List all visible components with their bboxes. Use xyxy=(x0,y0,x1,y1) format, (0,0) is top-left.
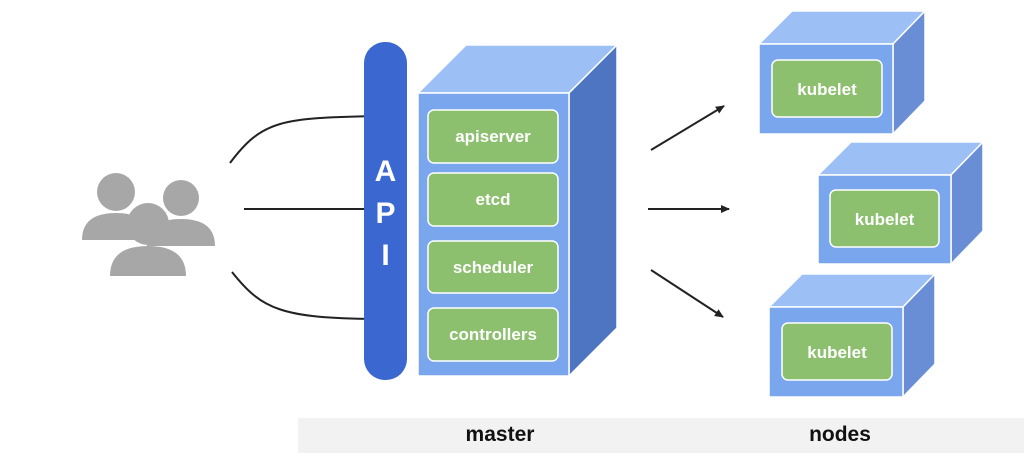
component-scheduler-label: scheduler xyxy=(453,258,534,277)
master-box-side xyxy=(568,43,618,378)
node-2-kubelet xyxy=(829,189,940,248)
node-1-kubelet-label: kubelet xyxy=(797,80,857,99)
component-etcd-label: etcd xyxy=(476,190,511,209)
component-apiserver: apiserver xyxy=(427,109,559,164)
node-2-kubelet-label: kubelet xyxy=(855,210,915,229)
node-box-3: kubelet xyxy=(767,272,937,399)
master-to-node-arrows xyxy=(648,105,730,318)
master-caption: master xyxy=(466,423,535,446)
bottom-strip xyxy=(298,418,1024,453)
api-letter-a: A xyxy=(375,155,397,188)
node-3-kubelet-label: kubelet xyxy=(807,343,867,362)
node-3-kubelet xyxy=(781,322,893,381)
component-controllers: controllers xyxy=(427,307,559,362)
user-to-api-arrows xyxy=(229,112,377,323)
users-group-icon xyxy=(82,173,215,276)
api-bar xyxy=(364,42,407,380)
nodes-caption: nodes xyxy=(809,423,871,446)
component-etcd: etcd xyxy=(427,172,559,227)
arrow-to-node-3 xyxy=(650,269,724,318)
component-scheduler: scheduler xyxy=(427,240,559,294)
component-controllers-label: controllers xyxy=(449,325,537,344)
arrow-top xyxy=(229,112,377,164)
arrow-bottom xyxy=(231,271,377,323)
arrow-to-node-1 xyxy=(650,105,725,151)
node-box-2: kubelet xyxy=(816,140,985,266)
component-apiserver-label: apiserver xyxy=(455,127,531,146)
api-letter-i: I xyxy=(381,239,389,272)
api-letter-p: P xyxy=(375,197,395,230)
node-1-kubelet xyxy=(771,59,883,118)
node-box-1: kubelet xyxy=(757,9,927,136)
